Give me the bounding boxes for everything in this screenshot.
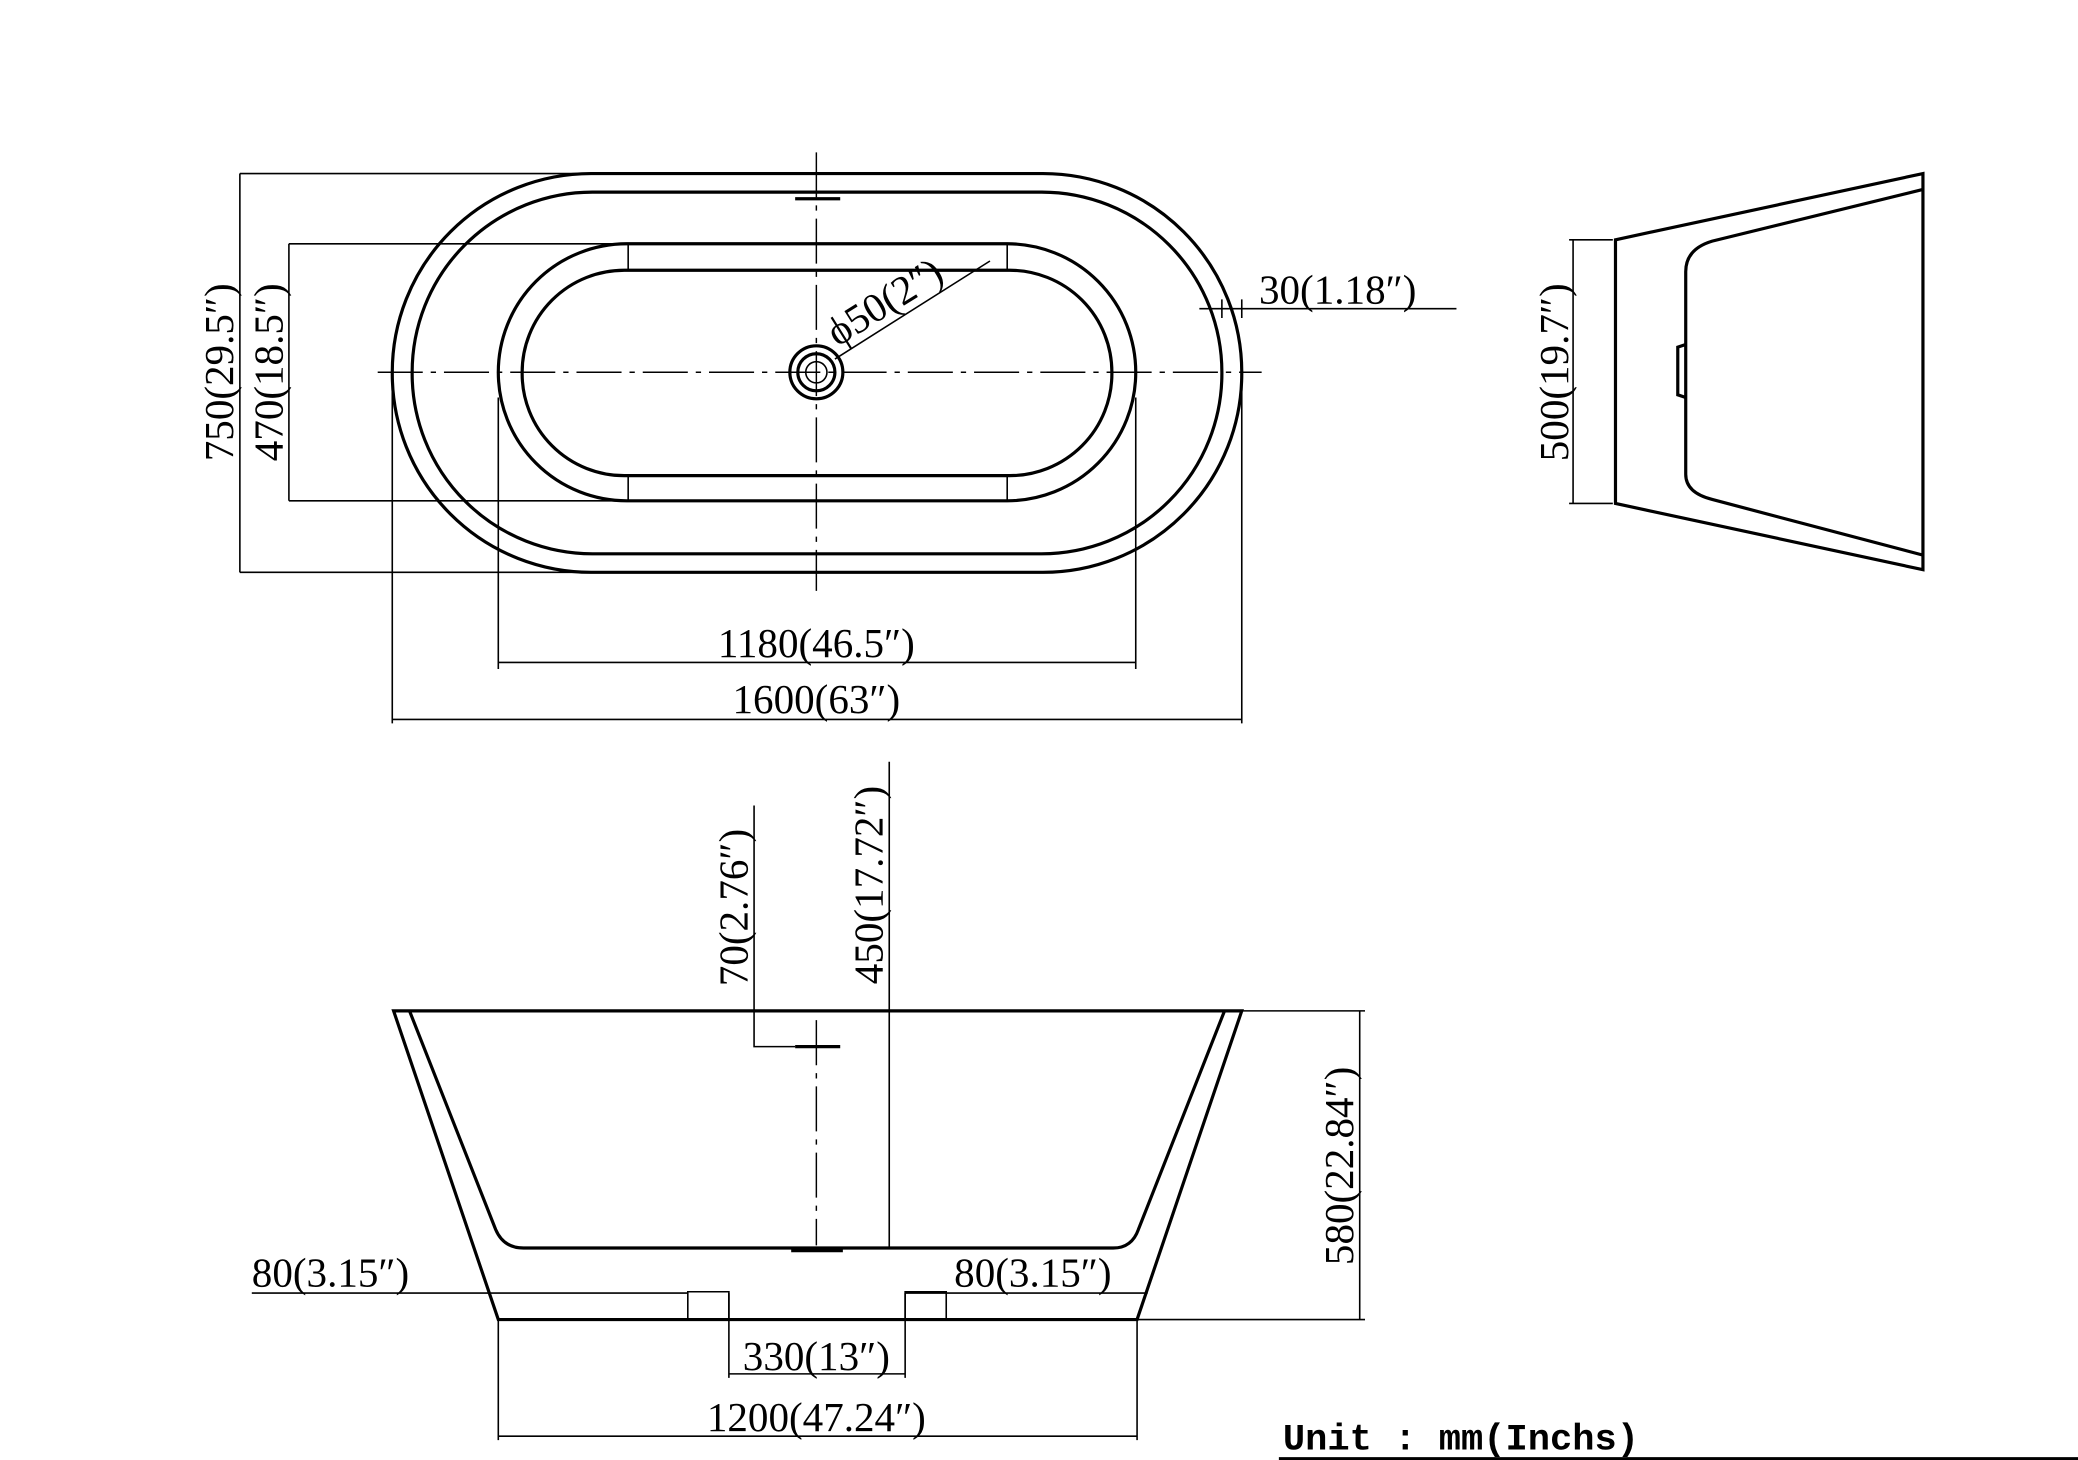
basin-flat-marks: [627, 243, 1008, 501]
dim-750-line: [239, 172, 584, 574]
dim-overflow-depth: 70(2.76″): [710, 829, 756, 986]
dim-drain-leader: [834, 260, 991, 360]
dim-1600-line: [391, 384, 1243, 724]
dim-30-line: [1199, 299, 1457, 318]
dim-overall-width: 750(29.5″): [196, 283, 242, 461]
dim-drain-diameter: ϕ50(2″): [818, 248, 951, 355]
feet: [687, 1290, 948, 1320]
front-view: 450(17.72″) 70(2.76″) 580(22.84″) 80(3.1…: [252, 761, 1366, 1441]
dim-foot-gap: 330(13″): [743, 1333, 890, 1379]
side-outline: [1613, 171, 1925, 572]
dim-500-line: [1569, 239, 1613, 505]
front-outer: [391, 1009, 1244, 1322]
dim-base-length: 1200(47.24″): [707, 1394, 926, 1440]
dim-left-offset: 80(3.15″): [252, 1249, 409, 1295]
dim-inner-depth: 450(17.72″): [846, 786, 892, 984]
side-inner-top: [1684, 187, 1924, 557]
dim-580-line: [1137, 1010, 1366, 1321]
front-inner: [408, 1010, 1227, 1250]
dim-end-height: 500(19.7″): [1531, 283, 1577, 461]
dim-330-line: [728, 1293, 906, 1378]
dim-rim-thickness: 30(1.18″): [1259, 266, 1416, 312]
unit-label: Unit : mm(Inchs): [1283, 1419, 1639, 1460]
dim-right-offset: 80(3.15″): [954, 1249, 1111, 1295]
dim-470-line: [288, 242, 629, 502]
side-overflow: [1676, 342, 1687, 399]
dim-inner-width: 470(18.5″): [245, 283, 291, 461]
dim-1180-line: [497, 397, 1137, 670]
dim-overall-length: 1600(63″): [733, 676, 901, 722]
top-view: 750(29.5″) 470(18.5″) 1180(46.5″) 1600(6…: [196, 152, 1457, 724]
dim-inner-length: 1180(46.5″): [718, 620, 915, 666]
dim-1200-line: [497, 1319, 1138, 1441]
dim-total-height: 580(22.84″): [1316, 1067, 1362, 1265]
side-view: 500(19.7″): [1531, 171, 1925, 572]
dim-70-line: [753, 805, 796, 1048]
